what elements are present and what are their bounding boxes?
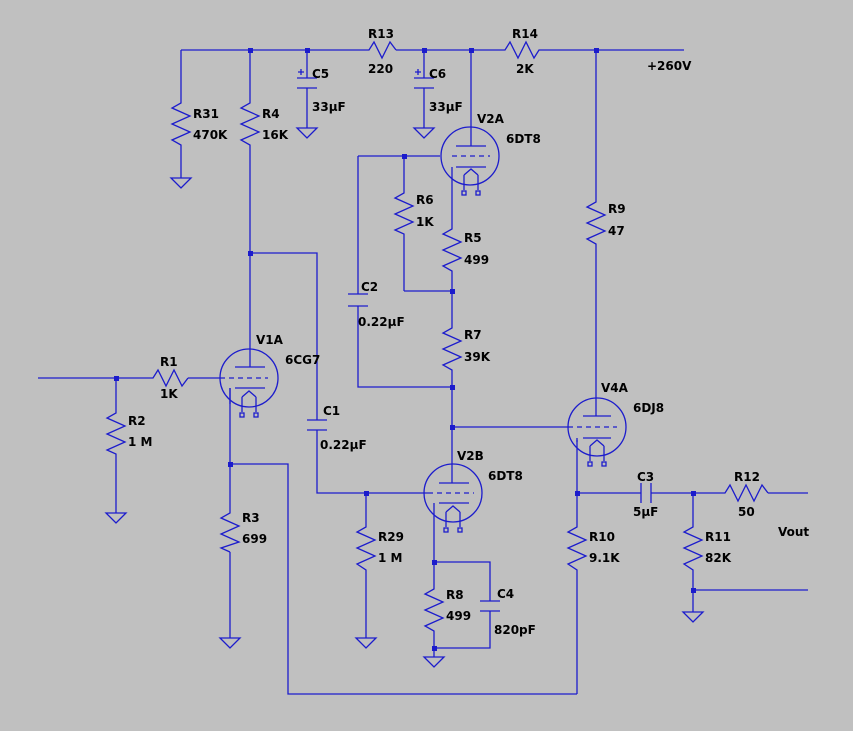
resistor-R3 (219, 508, 241, 553)
ground-icon (422, 656, 446, 668)
resistor-R2 (105, 408, 127, 458)
ref-R14: R14 (512, 27, 538, 41)
capacitors (297, 69, 652, 612)
resistor-R11 (682, 522, 704, 575)
ref-R8: R8 (446, 588, 464, 602)
ref-R1: R1 (160, 355, 178, 369)
ref-C4: C4 (497, 587, 514, 601)
value-C4: 820pF (494, 623, 536, 637)
ref-R31: R31 (193, 107, 219, 121)
ref-V4A: V4A (601, 381, 629, 395)
ref-R11: R11 (705, 530, 731, 544)
ground-icon (412, 127, 436, 139)
tube-V4A (567, 397, 627, 467)
value-R12: 50 (738, 505, 755, 519)
value-R10: 9.1K (589, 551, 620, 565)
value-R7: 39K (464, 350, 491, 364)
value-R6: 1K (416, 215, 434, 229)
ground-symbols (104, 127, 705, 668)
value-V2A: 6DT8 (506, 132, 541, 146)
value-C1: 0.22µF (320, 438, 367, 452)
ref-C3: C3 (637, 470, 654, 484)
value-R14: 2K (516, 62, 534, 76)
tube-V1A (219, 348, 279, 418)
ground-icon (218, 637, 242, 649)
junction-dots (114, 48, 696, 651)
ground-icon (681, 611, 705, 623)
value-R29: 1 M (378, 551, 402, 565)
wires (38, 49, 808, 695)
resistor-R4 (239, 98, 261, 150)
ref-R9: R9 (608, 202, 626, 216)
value-V1A: 6CG7 (285, 353, 320, 367)
capacitor-C4 (480, 600, 500, 612)
resistor-R29 (355, 522, 377, 575)
ref-R12: R12 (734, 470, 760, 484)
ref-C1: C1 (323, 404, 340, 418)
resistor-R6 (393, 188, 415, 238)
value-R2: 1 M (128, 435, 152, 449)
resistor-R13 (364, 40, 397, 60)
ref-C6: C6 (429, 67, 446, 81)
tube-V2B (423, 463, 483, 533)
resistor-R9 (585, 197, 607, 248)
resistor-R14 (500, 40, 544, 60)
value-R5: 499 (464, 253, 489, 267)
ref-R2: R2 (128, 414, 146, 428)
ref-C5: C5 (312, 67, 329, 81)
labels: +260V Vout R31 470K R4 16K C5 33µF R13 2… (128, 27, 809, 637)
ref-R29: R29 (378, 530, 404, 544)
value-R11: 82K (705, 551, 732, 565)
resistor-R7 (441, 323, 463, 375)
ref-R3: R3 (242, 511, 260, 525)
ground-icon (169, 177, 193, 189)
ground-icon (295, 127, 319, 139)
capacitor-C3 (640, 483, 652, 503)
value-R3: 699 (242, 532, 267, 546)
resistors (105, 40, 769, 636)
capacitor-C1 (307, 419, 327, 431)
ref-V2A: V2A (477, 112, 505, 126)
ref-R7: R7 (464, 328, 482, 342)
value-V4A: 6DJ8 (633, 401, 664, 415)
ref-R13: R13 (368, 27, 394, 41)
value-R1: 1K (160, 387, 178, 401)
value-C5: 33µF (312, 100, 346, 114)
capacitor-C5 (297, 77, 317, 89)
resistor-R12 (720, 483, 769, 503)
ref-V1A: V1A (256, 333, 284, 347)
resistor-R1 (148, 368, 189, 388)
ground-icon (104, 512, 128, 524)
resistor-R10 (566, 522, 588, 575)
value-R13: 220 (368, 62, 393, 76)
resistor-R8 (423, 584, 445, 636)
value-C6: 33µF (429, 100, 463, 114)
value-C3: 5µF (633, 505, 658, 519)
ref-R5: R5 (464, 231, 482, 245)
value-R9: 47 (608, 224, 625, 238)
value-V2B: 6DT8 (488, 469, 523, 483)
resistor-R5 (441, 224, 463, 276)
ref-R10: R10 (589, 530, 615, 544)
capacitor-C6 (414, 77, 434, 89)
ref-V2B: V2B (457, 449, 484, 463)
ref-R4: R4 (262, 107, 280, 121)
value-R4: 16K (262, 128, 289, 142)
ref-C2: C2 (361, 280, 378, 294)
resistor-R31 (170, 98, 192, 150)
supply-label: +260V (647, 59, 692, 73)
value-C2: 0.22µF (358, 315, 405, 329)
tube-V2A (440, 126, 500, 196)
output-label: Vout (778, 525, 809, 539)
ref-R6: R6 (416, 193, 434, 207)
value-R8: 499 (446, 609, 471, 623)
value-R31: 470K (193, 128, 228, 142)
capacitor-C2 (348, 293, 368, 307)
ground-icon (354, 637, 378, 649)
